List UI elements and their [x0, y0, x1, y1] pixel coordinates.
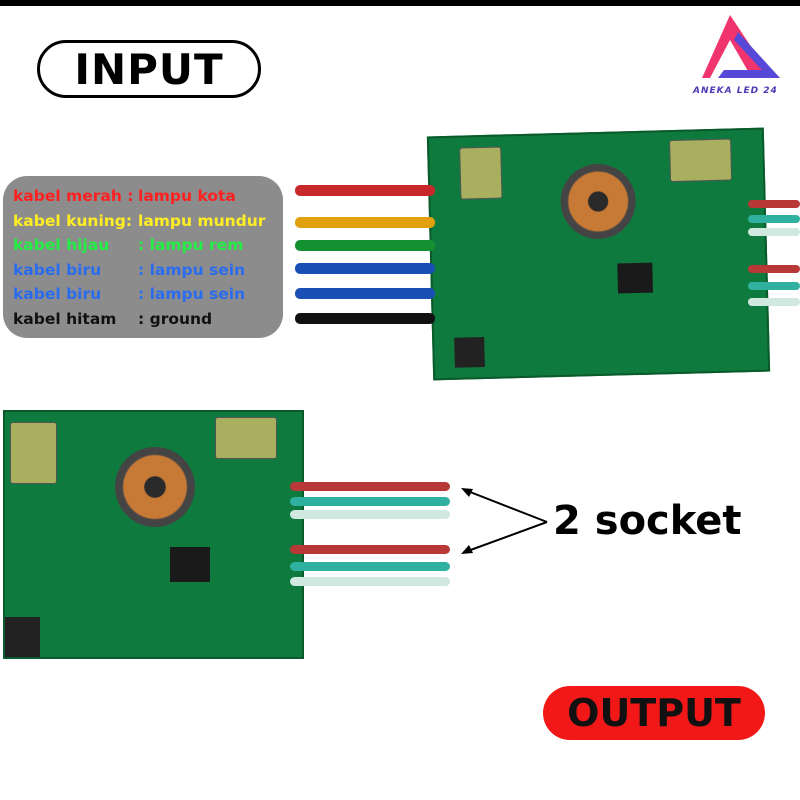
cable-name: kabel biru: [13, 285, 102, 303]
output-wire: [748, 200, 800, 208]
pcb-board-top: [426, 127, 771, 381]
arrows-icon: [461, 488, 548, 554]
cable-use: : lampu sein: [138, 260, 246, 279]
cable-use: lampu mundur: [138, 211, 266, 230]
output-wire: [748, 298, 800, 306]
output-wire: [748, 282, 800, 290]
triangle-logo-icon: [702, 15, 780, 78]
wire-legend: kabel merah :lampu kota kabel kuning: lamp…: [3, 176, 283, 338]
input-wire: [295, 288, 435, 299]
cable-use: : lampu sein: [138, 285, 246, 303]
input-wire: [295, 240, 435, 251]
output-label: OUTPUT: [543, 686, 765, 740]
legend-row: kabel hijau : lampu rem: [13, 233, 283, 258]
pcb-board-bottom: [3, 410, 304, 659]
legend-row: kabel merah :lampu kota: [13, 184, 283, 209]
top-border: [0, 0, 800, 6]
cable-use: lampu kota: [138, 187, 236, 205]
legend-row: kabel kuning: lampu mundur: [13, 209, 283, 234]
output-wire: [290, 545, 450, 554]
connector: [454, 337, 485, 368]
output-wire: [290, 577, 450, 586]
output-wire: [290, 510, 450, 519]
capacitor: [669, 138, 733, 183]
inductor-coil: [559, 163, 637, 240]
capacitor: [10, 422, 57, 484]
socket-count-label: 2 socket: [553, 498, 742, 544]
output-wire: [290, 482, 450, 491]
capacitor: [215, 417, 277, 459]
capacitor: [459, 146, 503, 200]
output-wire: [748, 215, 800, 223]
cable-name: kabel kuning:: [13, 211, 133, 230]
input-wire: [295, 263, 435, 274]
ic-chip: [170, 547, 210, 582]
input-wire: [295, 217, 435, 228]
legend-row: kabel biru : lampu sein: [13, 258, 283, 283]
cable-use: : ground: [138, 309, 213, 328]
legend-row: kabel biru : lampu sein: [13, 282, 283, 307]
cable-name: kabel biru: [13, 260, 102, 279]
output-wire: [290, 497, 450, 506]
connector: [5, 617, 40, 657]
cable-name: kabel hitam: [13, 309, 117, 328]
input-wire: [295, 185, 435, 196]
output-wire: [748, 228, 800, 236]
legend-row: kabel hitam : ground: [13, 307, 283, 332]
output-wire: [290, 562, 450, 571]
brand-logo: [700, 10, 790, 89]
cable-use: : lampu rem: [138, 236, 244, 254]
cable-name: kabel merah :: [13, 187, 134, 205]
input-label: INPUT: [37, 40, 261, 98]
cable-name: kabel hijau: [13, 236, 110, 254]
inductor-coil: [115, 447, 195, 527]
input-wire: [295, 313, 435, 324]
logo-text: ANEKA LED 24: [693, 86, 778, 96]
output-wire: [748, 265, 800, 273]
ic-chip: [617, 262, 654, 294]
